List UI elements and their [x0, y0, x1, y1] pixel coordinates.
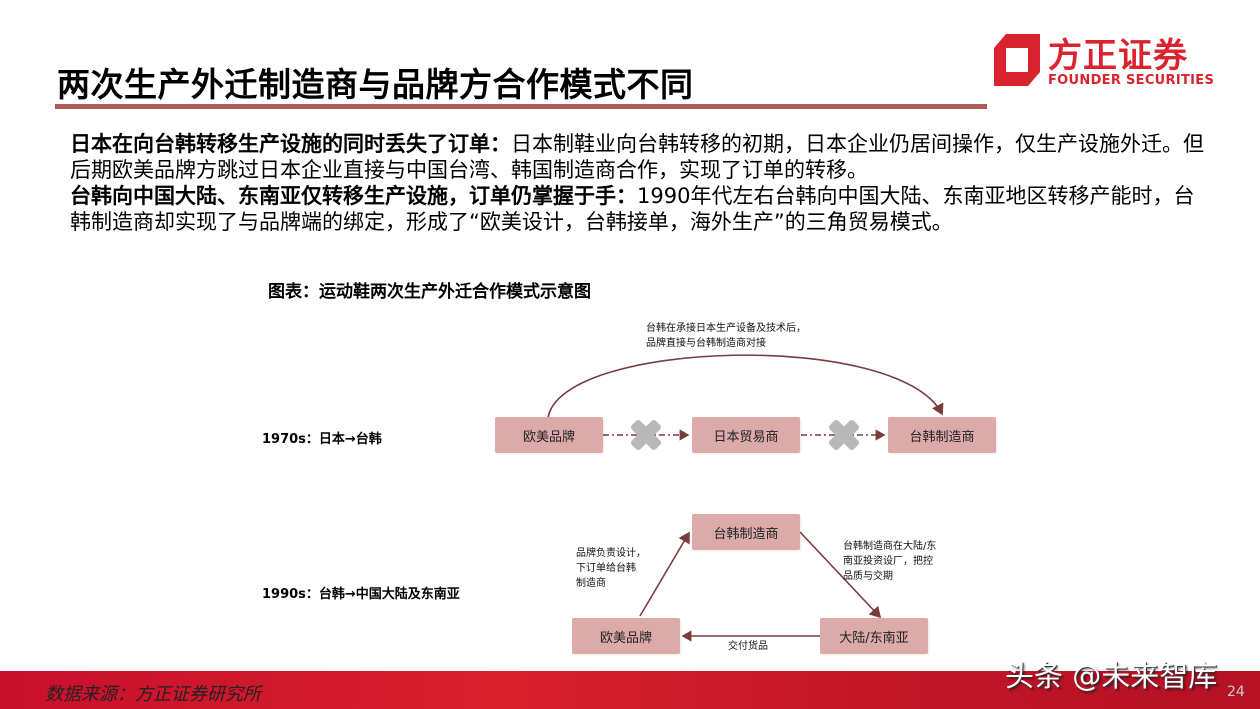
right-note-line-1: 台韩制造商在大陆/东	[843, 541, 937, 552]
left-note-line-1: 品牌负责设计，	[576, 548, 646, 559]
left-note-line-2: 下订单给台韩	[576, 563, 636, 574]
right-note-line-3: 品质与交期	[843, 571, 893, 582]
box-western-brand-1970: 欧美品牌	[495, 417, 603, 453]
arc-note-line-1: 台韩在承接日本生产设备及技术后，	[646, 323, 806, 334]
cross-icon	[630, 419, 662, 451]
deliver-goods-note: 交付货品	[728, 641, 768, 652]
page-title: 两次生产外迁制造商与品牌方合作模式不同	[57, 65, 694, 104]
body-paragraphs: 日本在向台韩转移生产设施的同时丢失了订单：日本制鞋业向台韩转移的初期，日本企业仍…	[70, 131, 1205, 235]
left-note-line-3: 制造商	[576, 578, 606, 589]
paragraph-1-heading: 日本在向台韩转移生产设施的同时丢失了订单：	[70, 132, 511, 156]
arc-note-line-2: 品牌直接与台韩制造商对接	[646, 338, 766, 349]
box-western-brand-1990: 欧美品牌	[572, 618, 680, 654]
era-1990s-label: 1990s：台韩→中国大陆及东南亚	[262, 587, 460, 602]
box-taiwan-korea-maker-1990: 台韩制造商	[692, 514, 800, 550]
box-taiwan-korea-maker-1970: 台韩制造商	[888, 417, 996, 453]
figure-title: 图表：运动鞋两次生产外迁合作模式示意图	[268, 282, 591, 302]
paragraph-1-text: 日本制鞋业向台韩转移的初期，日本企业仍居间操作，仅生产设施外迁。但后期欧美品牌方…	[70, 132, 1204, 182]
founder-square-logo-icon	[994, 34, 1040, 86]
right-note-line-2: 南亚投资设厂，把控	[843, 556, 933, 567]
box-japan-trader: 日本贸易商	[692, 417, 800, 453]
logo-name-en: FOUNDER SECURITIES	[1048, 73, 1215, 88]
cross-icon	[828, 419, 860, 451]
data-source: 数据来源：方正证券研究所	[45, 684, 261, 705]
founder-securities-logo: 方正证券 FOUNDER SECURITIES	[990, 32, 1214, 88]
footer-bar	[0, 671, 1260, 709]
paragraph-2-heading: 台韩向中国大陆、东南亚仅转移生产设施，订单仍掌握于手：	[70, 184, 637, 208]
box-mainland-sea: 大陆/东南亚	[820, 618, 928, 654]
paragraph-1: 日本在向台韩转移生产设施的同时丢失了订单：日本制鞋业向台韩转移的初期，日本企业仍…	[70, 131, 1205, 183]
title-underline	[55, 104, 987, 109]
paragraph-2: 台韩向中国大陆、东南亚仅转移生产设施，订单仍掌握于手：1990年代左右台韩向中国…	[70, 183, 1205, 235]
watermark: 头条 @未来智库	[1005, 659, 1218, 693]
era-1970s-label: 1970s：日本→台韩	[262, 432, 382, 447]
logo-name-cn: 方正证券	[1048, 36, 1188, 76]
page-number: 24	[1227, 684, 1245, 700]
paragraph-2-text: 1990年代左右台韩向中国大陆、东南亚地区转移产能时，台韩制造商却实现了与品牌端…	[70, 184, 1195, 234]
